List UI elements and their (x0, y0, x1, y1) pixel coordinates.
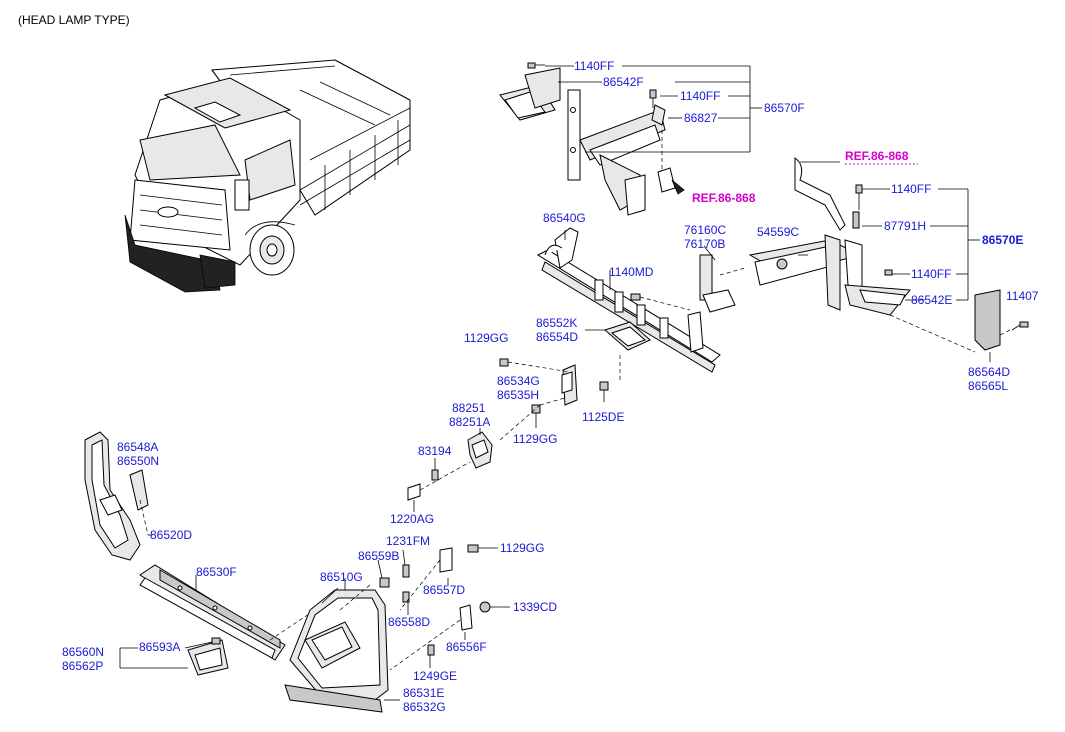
label-11407: 11407 (1006, 289, 1039, 303)
label-86552k: 86552K (536, 316, 577, 330)
label-1140ff-lower: 1140FF (911, 267, 951, 281)
center-bumper-86530f-illustration (139, 564, 331, 676)
truck-illustration (124, 59, 411, 293)
label-1129gg-mid: 1129GG (464, 331, 508, 345)
label-54559c: 54559C (757, 225, 799, 239)
label-86535h: 86535H (497, 388, 539, 402)
label-1140ff-right: 1140FF (891, 182, 931, 196)
label-76160c: 76160C (684, 223, 726, 237)
clips-illustration (407, 428, 493, 512)
label-86570f: 86570F (764, 101, 805, 115)
label-86562p: 86562P (62, 659, 103, 673)
ref-label-right: REF.86-868 (845, 149, 909, 163)
label-86520d: 86520D (150, 528, 192, 542)
label-1140ff-top: 1140FF (574, 59, 614, 73)
label-86559b: 86559B (358, 549, 399, 563)
leaders-cross (564, 230, 716, 290)
label-86557d: 86557D (423, 583, 465, 597)
label-86540g: 86540G (543, 211, 586, 225)
bracket-86570f-illustration (499, 62, 676, 216)
corner-bumper-86510g-illustration (284, 544, 491, 713)
label-83194: 83194 (418, 444, 452, 458)
mid-brackets-illustration (499, 321, 651, 441)
label-86570e: 86570E (982, 233, 1023, 247)
leaders-86570f (545, 65, 762, 195)
label-86558d: 86558D (388, 615, 430, 629)
label-86531e: 86531E (403, 686, 444, 700)
label-1220ag: 1220AG (390, 512, 434, 526)
corner-panel-86520d-illustration (84, 431, 152, 561)
bracket-86570e-illustration (748, 157, 1029, 351)
label-87791h: 87791H (884, 219, 926, 233)
label-86827: 86827 (684, 111, 718, 125)
label-1140md: 1140MD (609, 265, 654, 279)
ref-label-upper: REF.86-868 (692, 191, 756, 205)
label-88251: 88251 (452, 401, 486, 415)
label-1129gg-low: 1129GG (513, 432, 557, 446)
label-86530f: 86530F (196, 565, 237, 579)
label-86542f: 86542F (603, 75, 644, 89)
label-1140ff-upper: 1140FF (680, 89, 720, 103)
label-76170b: 76170B (684, 237, 725, 251)
label-86548a: 86548A (117, 440, 158, 454)
label-86593a: 86593A (139, 640, 180, 654)
label-1339cd: 1339CD (513, 600, 557, 614)
label-86542e: 86542E (911, 293, 952, 307)
label-86532g: 86532G (403, 700, 446, 714)
label-1249ge: 1249GE (413, 669, 457, 683)
part-labels: 1140FF 86542F 1140FF 86827 86570F REF.86… (62, 59, 1039, 714)
label-1129gg-bottom: 1129GG (500, 541, 544, 555)
label-86556f: 86556F (446, 640, 487, 654)
label-1231fm: 1231FM (386, 534, 430, 548)
cross-member-illustration (536, 227, 746, 373)
leaders-86570e (798, 161, 1011, 362)
label-1125de: 1125DE (582, 410, 624, 424)
label-88251a: 88251A (449, 415, 490, 429)
label-86564d: 86564D (968, 365, 1010, 379)
label-86565l: 86565L (968, 379, 1008, 393)
leaders-bottom (119, 547, 510, 701)
label-86510g: 86510G (320, 570, 363, 584)
diagram-header: (HEAD LAMP TYPE) (18, 13, 130, 27)
label-86550n: 86550N (117, 454, 159, 468)
label-86534g: 86534G (497, 374, 540, 388)
label-86560n: 86560N (62, 645, 104, 659)
label-86554d: 86554D (536, 330, 578, 344)
